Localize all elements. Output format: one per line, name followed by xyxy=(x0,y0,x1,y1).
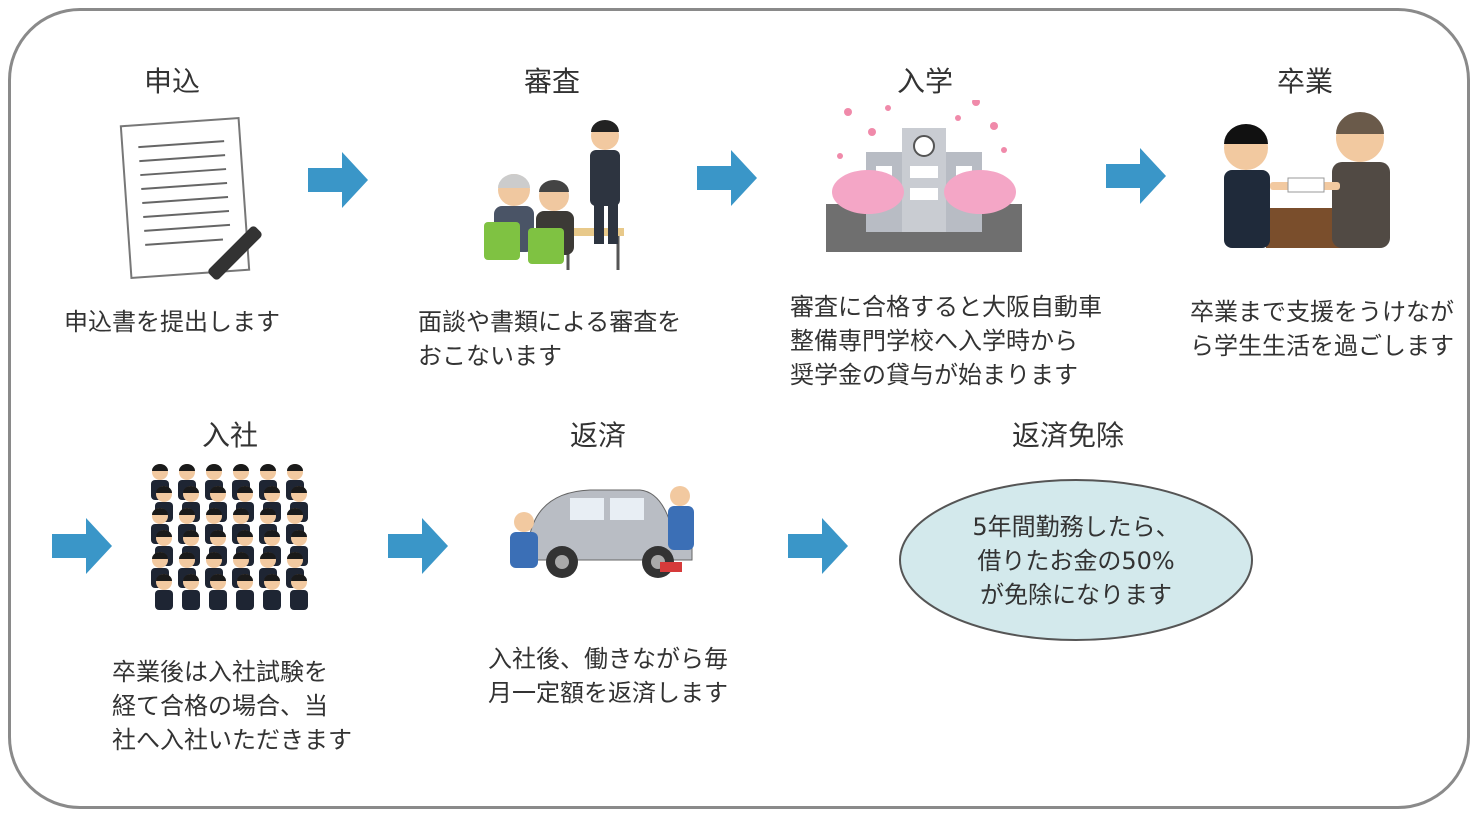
employee-figure xyxy=(182,590,200,610)
arrow-right-icon xyxy=(52,518,112,574)
employee-figure xyxy=(263,590,281,610)
arrow-right-icon xyxy=(788,518,848,574)
employee-hair xyxy=(237,530,253,537)
employee-hair xyxy=(260,464,276,471)
employee-hair xyxy=(206,552,222,559)
employee-hair xyxy=(291,530,307,537)
employee-hair xyxy=(206,508,222,515)
employee-hair xyxy=(152,464,168,471)
employee-hair xyxy=(237,574,253,581)
employee-hair xyxy=(264,530,280,537)
employee-hair xyxy=(152,508,168,515)
new-employees-icon xyxy=(151,464,308,610)
employee-hair xyxy=(206,464,222,471)
arrow-right-icon xyxy=(1106,148,1166,204)
step-text-apply: 申込書を提出します xyxy=(64,308,280,336)
step-title-exemption: 返済免除 xyxy=(1011,419,1125,452)
employee-figure xyxy=(155,590,173,610)
employee-hair xyxy=(260,552,276,559)
employee-hair xyxy=(210,486,226,493)
employee-hair xyxy=(291,574,307,581)
employee-hair xyxy=(291,486,307,493)
employee-hair xyxy=(183,486,199,493)
arrow-right-icon xyxy=(308,152,368,208)
employee-hair xyxy=(210,574,226,581)
employee-hair xyxy=(237,486,253,493)
employee-hair xyxy=(183,574,199,581)
employee-hair xyxy=(183,530,199,537)
step-title-graduate: 卒業 xyxy=(1276,65,1334,98)
step-title-enroll: 入学 xyxy=(896,65,954,98)
step-title-join: 入社 xyxy=(201,419,259,452)
employee-hair xyxy=(179,552,195,559)
employee-hair xyxy=(287,552,303,559)
exemption-ellipse: 5年間勤務したら、 借りたお金の50% が免除になります xyxy=(896,476,1256,644)
graduation-ceremony-icon xyxy=(1224,112,1390,248)
employee-figure xyxy=(290,590,308,610)
step-text-join: 卒業後は入社試験を 経て合格の場合、当 社へ入社いただきます xyxy=(112,658,352,754)
employee-hair xyxy=(233,552,249,559)
employee-figure xyxy=(236,590,254,610)
step-title-apply: 申込 xyxy=(143,65,201,98)
employee-hair xyxy=(264,486,280,493)
car-mechanics-icon xyxy=(510,486,694,578)
step-title-repay: 返済 xyxy=(569,419,627,452)
application-form-icon xyxy=(119,117,262,280)
arrow-right-icon xyxy=(388,518,448,574)
employee-hair xyxy=(287,508,303,515)
interview-icon xyxy=(484,120,624,270)
employee-hair xyxy=(260,508,276,515)
employee-hair xyxy=(156,530,172,537)
employee-hair xyxy=(210,530,226,537)
employee-hair xyxy=(152,552,168,559)
step-text-enroll: 審査に合格すると大阪自動車 整備専門学校へ入学時から 奨学金の貸与が始まります xyxy=(790,293,1102,389)
step-text-review: 面談や書類による審査を おこないます xyxy=(418,308,682,370)
step-title-review: 審査 xyxy=(523,65,581,98)
step-text-graduate: 卒業まで支援をうけなが ら学生生活を過ごします xyxy=(1190,298,1454,360)
arrow-right-icon xyxy=(697,150,757,206)
employee-hair xyxy=(156,486,172,493)
employee-hair xyxy=(233,464,249,471)
employee-figure xyxy=(209,590,227,610)
employee-hair xyxy=(287,464,303,471)
employee-hair xyxy=(156,574,172,581)
school-building-icon xyxy=(826,100,1022,252)
employee-hair xyxy=(264,574,280,581)
employee-hair xyxy=(233,508,249,515)
employee-hair xyxy=(179,464,195,471)
exemption-text: 5年間勤務したら、 借りたお金の50% が免除になります xyxy=(972,513,1180,609)
employee-hair xyxy=(179,508,195,515)
step-text-repay: 入社後、働きながら毎 月一定額を返済します xyxy=(488,645,728,707)
